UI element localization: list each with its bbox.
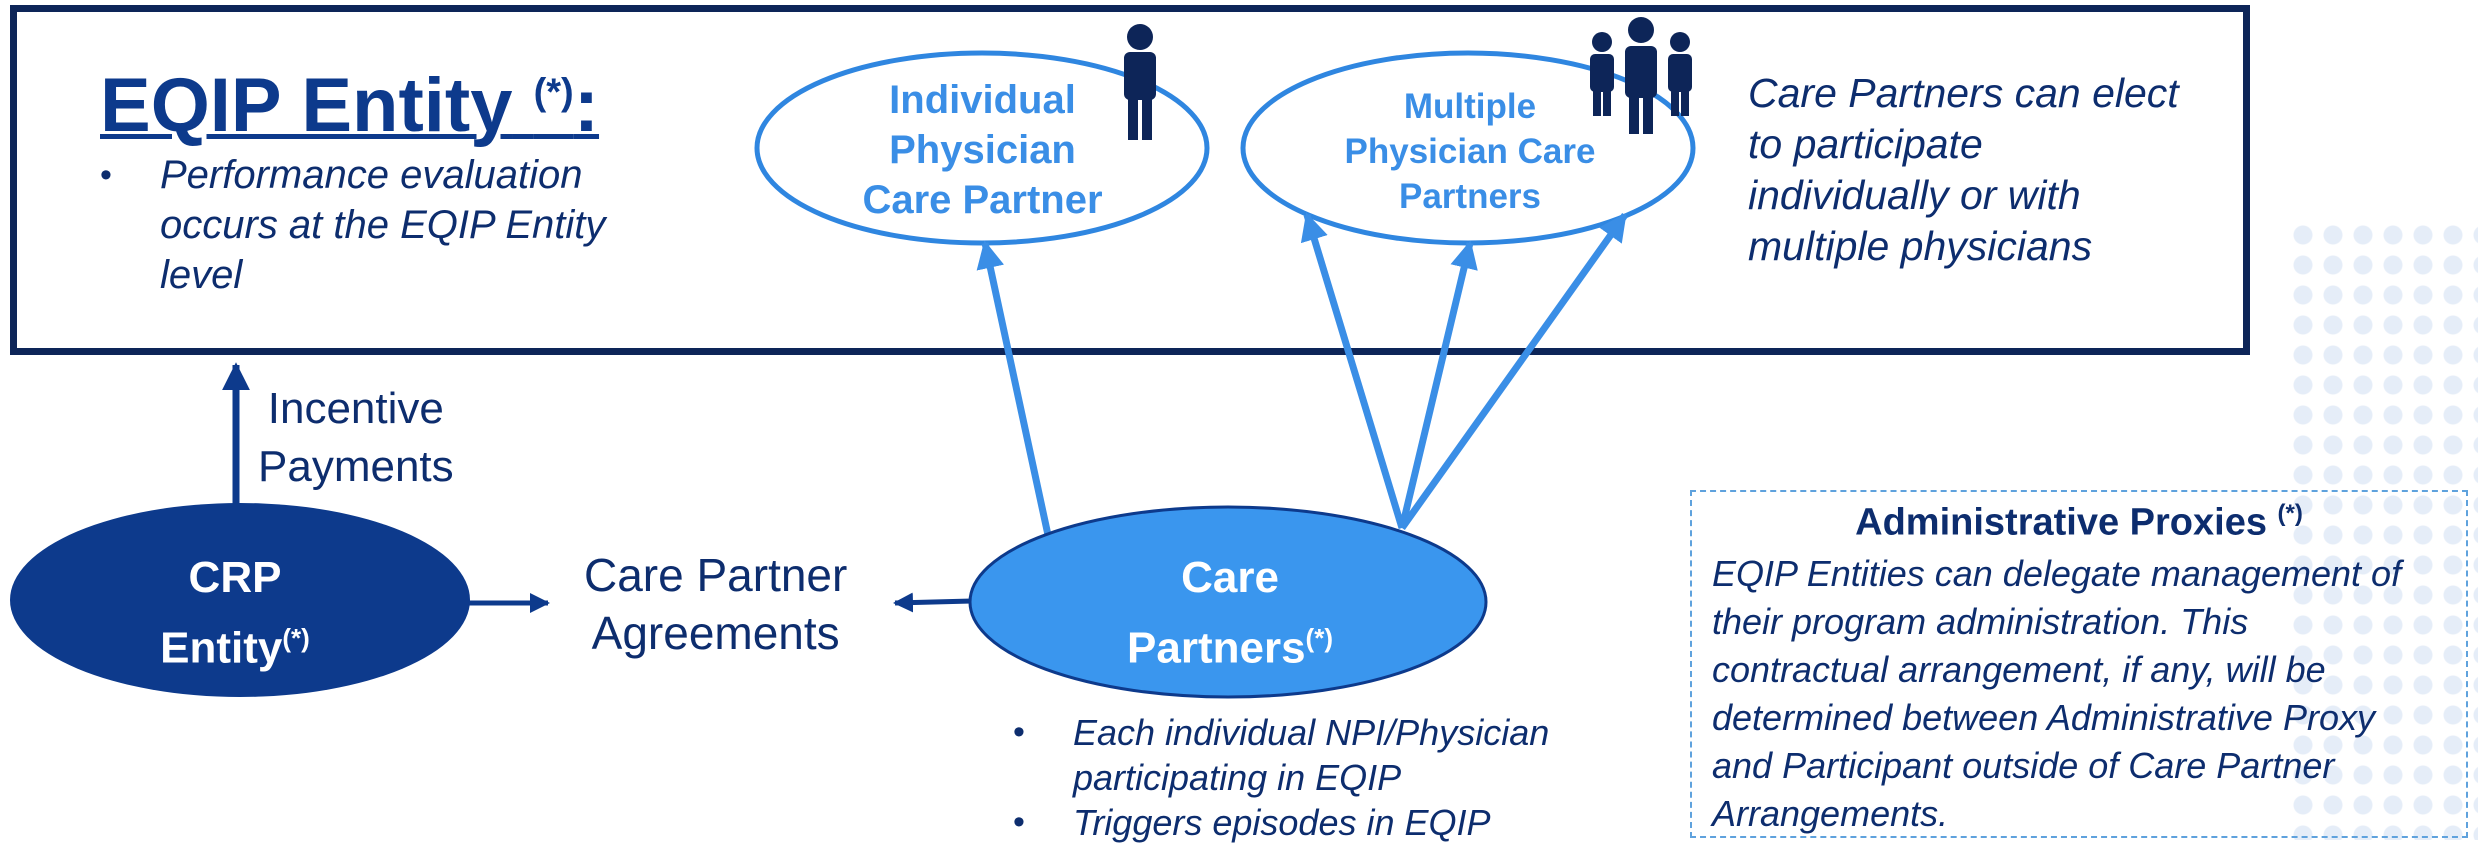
eqip-entity-box [10, 5, 2250, 355]
multiple-physician-label: Multiple Physician Care Partners [1344, 87, 1596, 216]
incentive-payments-label: Incentive Payments [258, 384, 454, 491]
crp-entity-label: CRP Entity(*) [160, 553, 310, 673]
care-partners-label: Care Partners(*) [1127, 553, 1333, 673]
individual-physician-label: Individual Physician Care Partner [862, 78, 1103, 222]
group-icon [1590, 17, 1692, 134]
dot-pattern-decoration [2288, 220, 2478, 840]
eqip-entity-title: EQIP Entity (*): [100, 63, 600, 148]
entity-bullets: Performance evaluation occurs at the EQI… [100, 150, 660, 300]
elect-note: Care Partners can elect to participate i… [1748, 70, 2179, 269]
arrow-to-multiple-center [1398, 240, 1478, 529]
person-icon [1124, 24, 1156, 140]
administrative-proxies-box [1690, 490, 2468, 838]
administrative-proxies-text: EQIP Entities can delegate management of… [1712, 553, 2402, 834]
care-partners-to-agreements-arrow [893, 592, 973, 613]
care-partner-agreements-label: Care Partner Agreements [584, 549, 848, 659]
arrow-to-multiple-right [1399, 212, 1628, 531]
crp-entity-ellipse [10, 503, 470, 697]
care-partner-bullet: Triggers episodes in EQIP [1013, 800, 1653, 845]
administrative-proxies-title: Administrative Proxies (*) [1855, 500, 2303, 544]
arrow-to-multiple-left [1300, 212, 1406, 530]
care-partner-bullets: Each individual NPI/Physician participat… [1013, 710, 1653, 845]
entity-bullet: Performance evaluation occurs at the EQI… [100, 150, 660, 300]
care-partners-ellipse [968, 505, 1488, 699]
care-partner-bullet: Each individual NPI/Physician participat… [1013, 710, 1653, 800]
arrow-to-individual [976, 240, 1052, 536]
